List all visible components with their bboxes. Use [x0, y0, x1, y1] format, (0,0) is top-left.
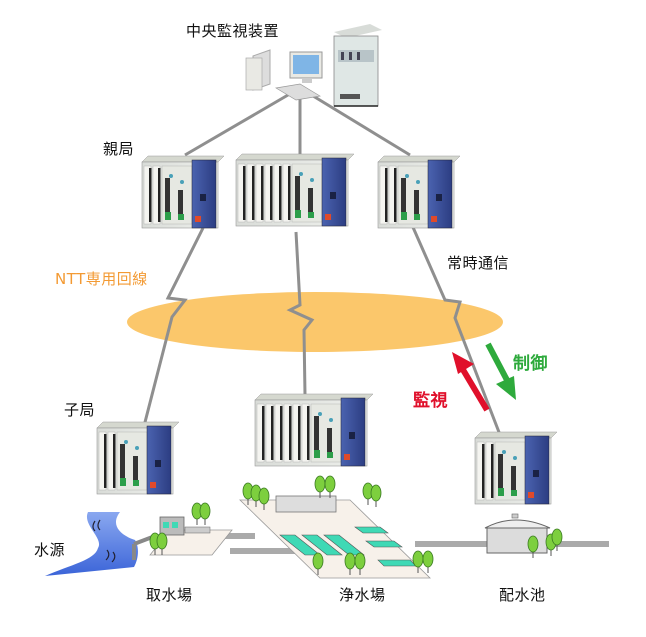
monitor-arrow: [452, 352, 490, 412]
plc-slave-reservoir: [474, 431, 558, 505]
control-arrow: [485, 342, 516, 400]
monitor-label: 監視: [413, 391, 448, 411]
link-central-to-master-left: [184, 86, 301, 157]
link-center-zigzag: [286, 231, 315, 396]
plc-master-right: [377, 155, 461, 229]
central-monitor-equipment: [245, 24, 382, 107]
plc-slave-intake: [96, 421, 180, 495]
constant-comm-label: 常時通信: [447, 254, 510, 272]
plc-units: [96, 153, 558, 505]
connection-lines: [141, 86, 504, 441]
purification-label: 浄水場: [339, 586, 386, 604]
plc-master-center: [235, 153, 355, 227]
plc-slave-purification: [254, 393, 374, 467]
control-label: 制御: [513, 354, 548, 374]
ntt-line-label: NTT専用回線: [55, 270, 148, 288]
link-right-zigzag: [410, 224, 504, 441]
reservoir-label: 配水池: [499, 586, 546, 604]
link-central-to-master-right: [299, 86, 411, 157]
ntt-network-ellipse: [127, 292, 503, 352]
plc-master-left: [141, 155, 225, 229]
slave-station-label: 子局: [64, 401, 96, 419]
central-monitor-label: 中央監視装置: [186, 22, 280, 40]
link-left-zigzag: [141, 227, 205, 431]
water-source-label: 水源: [34, 541, 66, 559]
distribution-reservoir: [484, 513, 563, 559]
purification-plant: [239, 475, 434, 579]
intake-facility: [149, 502, 233, 556]
intake-label: 取水場: [146, 586, 193, 604]
master-station-label: 親局: [103, 140, 135, 158]
